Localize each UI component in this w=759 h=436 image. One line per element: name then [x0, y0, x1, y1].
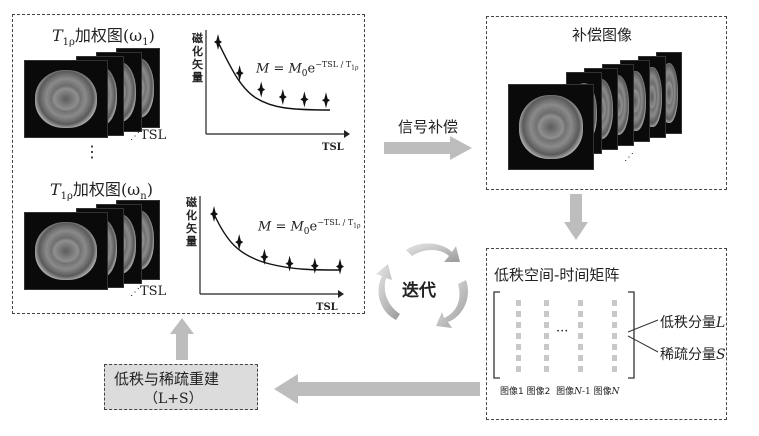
reconstruction-box [104, 364, 258, 410]
mri-slice [24, 60, 108, 138]
data-point-marker [285, 255, 294, 272]
lowrank-matrix-title: 低秩空间-时间矩阵 [494, 266, 620, 284]
data-point-marker [322, 92, 330, 109]
mri-slice [24, 212, 108, 290]
iteration-label: 迭代 [402, 281, 436, 301]
matrix-diagram [493, 291, 635, 379]
compensated-images-panel [486, 16, 727, 190]
matrix-cell [516, 355, 521, 361]
matrix-cell [612, 355, 617, 361]
y-axis-label-top: 磁化矢量 [192, 32, 203, 84]
arrow-down-icon [564, 194, 588, 240]
weighted-title-top: T1ρ加权图(ω1) [52, 26, 155, 49]
data-point-marker [210, 206, 218, 222]
column-labels: 图像1 图像2 图像N-1 图像N [500, 387, 620, 397]
matrix-cell [612, 322, 617, 328]
matrix-cell [516, 322, 521, 328]
compensated-title: 补偿图像 [572, 26, 633, 44]
ellipsis-stack: ⋰ [624, 152, 634, 163]
matrix-cell [516, 300, 521, 306]
weighted-title-bottom: T1ρ加权图(ωn) [50, 180, 153, 203]
matrix-ellipsis: ··· [556, 324, 569, 339]
matrix-cell [544, 311, 549, 317]
sparse-component-label: 稀疏分量S [660, 347, 726, 363]
matrix-cell [578, 311, 583, 317]
data-point-marker [336, 258, 344, 275]
decay-chart-bottom [199, 196, 344, 298]
matrix-cell [544, 366, 549, 372]
matrix-cell [544, 333, 549, 339]
matrix-cell [516, 333, 521, 339]
matrix-cell [578, 366, 583, 372]
matrix-cell [612, 366, 617, 372]
matrix-cell [578, 300, 583, 306]
matrix-cell [516, 311, 521, 317]
data-point-marker [235, 234, 244, 251]
data-point-marker [310, 257, 319, 274]
matrix-cell [612, 300, 617, 306]
iteration-cycle-icon [376, 243, 468, 328]
formula-bottom: M = M0e−TSL / T1ρ [258, 218, 361, 237]
matrix-cell [516, 344, 521, 350]
lowrank-matrix-panel [486, 248, 727, 420]
weighted-images-panel [12, 14, 365, 314]
data-point-marker [300, 91, 309, 108]
brace-lines [627, 319, 659, 353]
reconstruction-title: 低秩与稀疏重建 [114, 370, 220, 388]
decay-chart-top [205, 30, 350, 138]
matrix-cell [516, 366, 521, 372]
matrix-cell [612, 311, 617, 317]
matrix-cell [544, 322, 549, 328]
data-point-marker [260, 248, 269, 265]
lowrank-component-label: 低秩分量L [660, 315, 726, 331]
y-axis-label-bottom: 磁化矢量 [186, 196, 197, 248]
signal-compensation-label: 信号补偿 [398, 118, 459, 136]
data-point-marker [257, 81, 266, 98]
mri-slice [508, 84, 594, 170]
data-point-marker [278, 88, 287, 105]
matrix-cell [612, 344, 617, 350]
arrow-up-icon [170, 318, 194, 360]
vertical-ellipsis: ⋮ [84, 142, 100, 161]
matrix-cell [578, 322, 583, 328]
formula-top: M = M0e−TSL / T1ρ [256, 60, 359, 79]
matrix-cell [544, 344, 549, 350]
matrix-cell [578, 355, 583, 361]
tsl-label-top: ⋰TSL [130, 128, 167, 143]
x-axis-label-bottom: TSL [316, 302, 338, 313]
matrix-cell [578, 333, 583, 339]
arrow-left-icon [274, 374, 480, 404]
arrow-right-icon [384, 136, 472, 160]
data-point-marker [235, 65, 244, 82]
matrix-cell [578, 344, 583, 350]
matrix-cell [544, 300, 549, 306]
matrix-cell [544, 355, 549, 361]
tsl-label-bottom: ⋰TSL [130, 284, 167, 299]
data-point-marker [214, 34, 222, 50]
x-axis-label-top: TSL [322, 142, 344, 153]
reconstruction-subtitle: （L+S） [144, 391, 203, 407]
matrix-cell [612, 333, 617, 339]
